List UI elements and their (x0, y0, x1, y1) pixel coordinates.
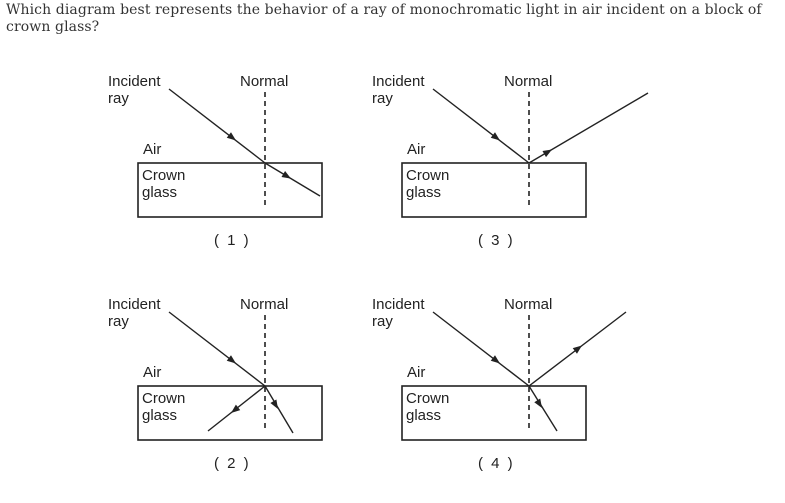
normal-label: Normal (504, 73, 553, 90)
incident-label: Incident (372, 73, 425, 90)
incident-ray-arrowhead (490, 132, 500, 141)
glass-label: glass (406, 407, 442, 424)
incident-label: Incident (108, 73, 161, 90)
glass-label: glass (142, 184, 178, 201)
refracted-ray (528, 385, 558, 432)
reflected-ray-arrowhead (542, 149, 552, 158)
incident-label-2: ray (372, 313, 393, 330)
incident-label: Incident (108, 296, 161, 313)
air-label: Air (407, 364, 426, 381)
option-number: ( 1 ) (214, 232, 251, 249)
diagram-4-drawing (401, 311, 627, 441)
crown-label: Crown (406, 167, 450, 184)
incident-ray (168, 88, 266, 164)
refracted-ray-arrowhead (281, 170, 291, 179)
incident-label-2: ray (372, 90, 393, 107)
question-text: Which diagram best represents the behavi… (6, 2, 762, 35)
incident-ray (168, 311, 266, 387)
crown-glass-block (137, 385, 323, 441)
diagram-option-4[interactable]: Incident ray Normal Air Crown glass ( 4 … (369, 293, 649, 503)
refracted-ray (264, 385, 294, 434)
crown-label: Crown (142, 390, 186, 407)
incident-label-2: ray (108, 313, 129, 330)
incident-label-2: ray (108, 90, 129, 107)
incident-ray-arrowhead (226, 355, 236, 364)
diagram-3-drawing (401, 88, 649, 218)
diagram-option-2[interactable]: Incident ray Normal Air Crown glass ( 2 … (105, 293, 385, 503)
crown-glass-block (401, 162, 587, 218)
incident-ray (432, 311, 530, 387)
refracted-ray-arrowhead (534, 398, 542, 408)
normal-label: Normal (240, 296, 289, 313)
diagram-2-drawing (137, 311, 323, 441)
crown-label: Crown (142, 167, 186, 184)
normal-label: Normal (240, 73, 289, 90)
incident-ray (432, 88, 530, 164)
diagram-option-3[interactable]: Incident ray Normal Air Crown glass ( 3 … (369, 70, 649, 280)
option-number: ( 4 ) (478, 455, 515, 472)
refracted-ray (264, 162, 321, 197)
incident-ray-arrowhead (226, 132, 236, 141)
air-label: Air (407, 141, 426, 158)
air-label: Air (143, 141, 162, 158)
crown-label: Crown (406, 390, 450, 407)
glass-label: glass (406, 184, 442, 201)
incident-ray-arrowhead (490, 355, 500, 364)
reflected-ray-arrowhead (572, 345, 582, 354)
air-label: Air (143, 364, 162, 381)
crown-glass-block (137, 162, 323, 218)
option-number: ( 2 ) (214, 455, 251, 472)
crown-glass-block (401, 385, 587, 441)
diagram-option-1[interactable]: Incident ray Normal Air Crown glass ( 1 … (105, 70, 385, 280)
reflected-ray-arrowhead (231, 404, 241, 413)
glass-label: glass (142, 407, 178, 424)
refracted-ray-arrowhead (270, 399, 278, 409)
normal-label: Normal (504, 296, 553, 313)
option-number: ( 3 ) (478, 232, 515, 249)
incident-label: Incident (372, 296, 425, 313)
diagram-1-drawing (137, 88, 323, 218)
